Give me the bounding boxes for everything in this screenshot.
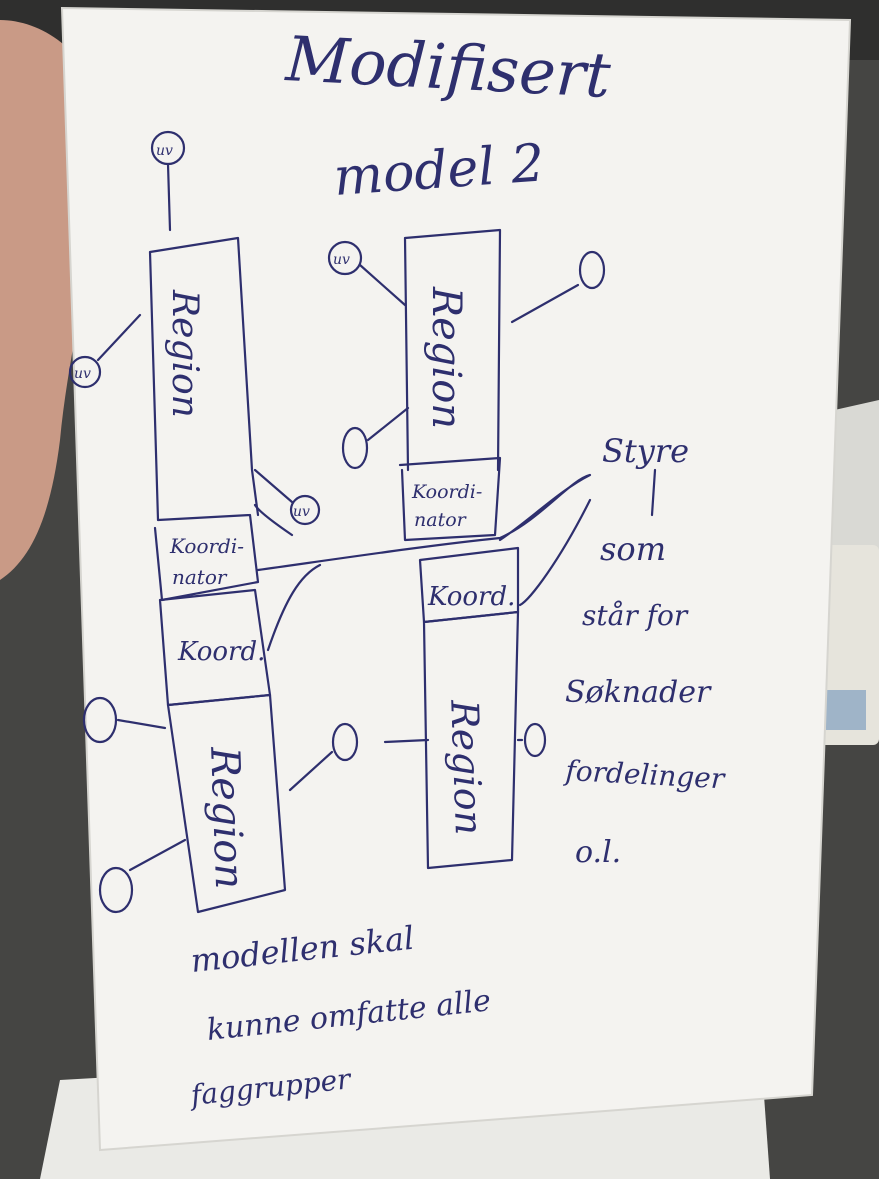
left-region-bottom-label: Region xyxy=(201,745,252,890)
left-column: Region Koordi- nator Koord. Region uv uv… xyxy=(68,130,359,914)
right-column: Region Koordi- nator Koord. Region uv xyxy=(327,228,606,870)
side-note: Styre som står for Søknader fordelinger … xyxy=(563,432,727,870)
title-line-1: Modifisert xyxy=(283,22,612,112)
left-region-top-label: Region xyxy=(164,289,205,418)
right-koordinator-label-2: nator xyxy=(414,509,468,531)
connector-lines xyxy=(253,498,592,652)
side-note-line-1: Styre xyxy=(602,432,689,470)
side-note-line-2: som xyxy=(600,530,666,568)
uv-circle-mid: uv xyxy=(293,504,310,520)
side-note-line-4: Søknader xyxy=(565,675,712,710)
circle-right-mid xyxy=(341,426,369,470)
left-koordinator-label-2: nator xyxy=(172,565,228,589)
right-region-bottom-label: Region xyxy=(442,698,491,835)
title-line-2: model 2 xyxy=(332,133,547,208)
circle-right-top xyxy=(578,250,606,290)
circle-right-bottom xyxy=(523,722,547,758)
right-koord-label: Koord. xyxy=(427,582,515,612)
left-koord-label: Koord. xyxy=(177,637,265,667)
circle-left-right xyxy=(331,722,359,762)
uv-circle-right: uv xyxy=(333,252,350,268)
side-note-line-6: o.l. xyxy=(575,835,621,870)
right-koordinator-label-1: Koordi- xyxy=(411,481,482,503)
uv-circle-left: uv xyxy=(74,366,91,382)
circle-left-1 xyxy=(82,696,118,744)
left-koordinator-label-1: Koordi- xyxy=(169,534,244,558)
paper-sheet xyxy=(62,8,850,1150)
connector-top xyxy=(256,473,592,572)
cup-label xyxy=(826,690,866,730)
uv-circle-top: uv xyxy=(156,143,173,159)
circle-left-2 xyxy=(98,866,134,914)
side-note-line-3: står for xyxy=(582,599,689,632)
right-region-top-label: Region xyxy=(423,286,469,429)
